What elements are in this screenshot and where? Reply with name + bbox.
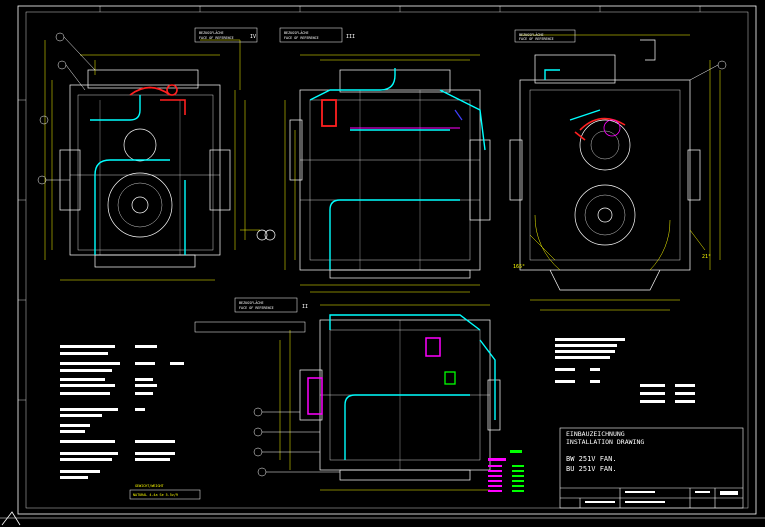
angle-left-label: 165°	[513, 264, 525, 270]
notes-right-table	[555, 338, 695, 403]
center-top-view: BEZUGSFLÄCHE FACE OF REFERENCE III	[240, 27, 491, 293]
title-model-1: BW 251V FAN.	[566, 455, 617, 463]
color-legend	[488, 450, 524, 492]
ref-face-label-4: FACE OF REFERENCE	[284, 36, 319, 40]
weight-label: GEWICHT/WEIGHT	[135, 484, 164, 488]
ref-face-label-2: FACE OF REFERENCE	[199, 36, 234, 40]
ref-face-label-7: BEZUGSFLÄCHE	[239, 300, 264, 305]
face-iv-label: IV	[250, 34, 256, 40]
angle-right-label: 21°	[702, 254, 711, 260]
frame-ticks	[18, 6, 701, 401]
ref-face-label-5: BEZUGSFLÄCHE	[519, 32, 544, 37]
drawing-frame	[0, 5, 765, 519]
ref-face-label-8: FACE OF REFERENCE	[239, 306, 274, 310]
title-block[interactable]: EINBAUZEICHNUNG INSTALLATION DRAWING BW …	[559, 427, 744, 509]
ucs-icon	[1, 511, 21, 526]
title-line-1: EINBAUZEICHNUNG	[566, 430, 625, 438]
face-iii-label: III	[346, 34, 355, 40]
ref-face-label-3: BEZUGSFLÄCHE	[284, 30, 309, 35]
title-line-2: INSTALLATION DRAWING	[566, 438, 644, 446]
ref-face-label-6: FACE OF REFERENCE	[519, 37, 554, 41]
right-view: 165° 21° BEZUGSFLÄCHE FACE OF REFERENCE	[509, 29, 727, 311]
ref-face-label-1: BEZUGSFLÄCHE	[199, 30, 224, 35]
face-ii-label: II	[302, 304, 308, 310]
left-view: BEZUGSFLÄCHE FACE OF REFERENCE IV	[37, 27, 258, 281]
title-model-2: BU 251V FAN.	[566, 465, 617, 473]
notes-left-table	[60, 345, 184, 479]
bottom-center-view: BEZUGSFLÄCHE FACE OF REFERENCE II	[194, 297, 501, 491]
material-line: NATURAL 4-4a Se 5.5v/9	[133, 493, 178, 497]
